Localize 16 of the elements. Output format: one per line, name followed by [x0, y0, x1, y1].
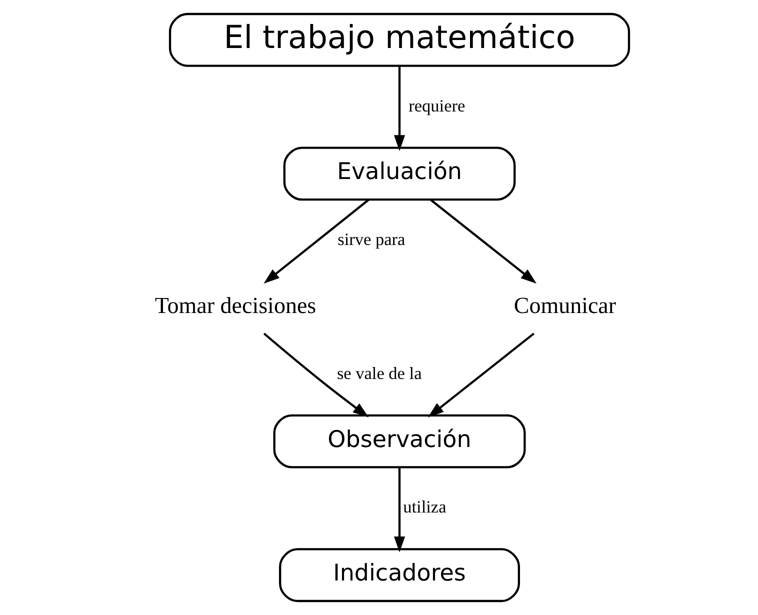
- node-box: Observación: [273, 414, 526, 468]
- node-box: El trabajo matemático: [168, 12, 630, 67]
- node-box: Evaluación: [283, 146, 516, 201]
- arrow: [263, 332, 369, 418]
- arrow: [428, 332, 534, 418]
- node-text: Comunicar: [514, 292, 616, 318]
- node-text: Tomar decisiones: [154, 292, 316, 318]
- edge-label: utiliza: [403, 498, 446, 517]
- arrow: [430, 198, 537, 284]
- arrow: [394, 66, 406, 152]
- node-box: Indicadores: [279, 548, 520, 602]
- arrow: [264, 198, 370, 284]
- edge-label: se vale de la: [336, 364, 422, 383]
- edge-label: sirve para: [338, 230, 406, 250]
- arrow: [394, 467, 406, 552]
- edge-label: requiere: [408, 96, 466, 116]
